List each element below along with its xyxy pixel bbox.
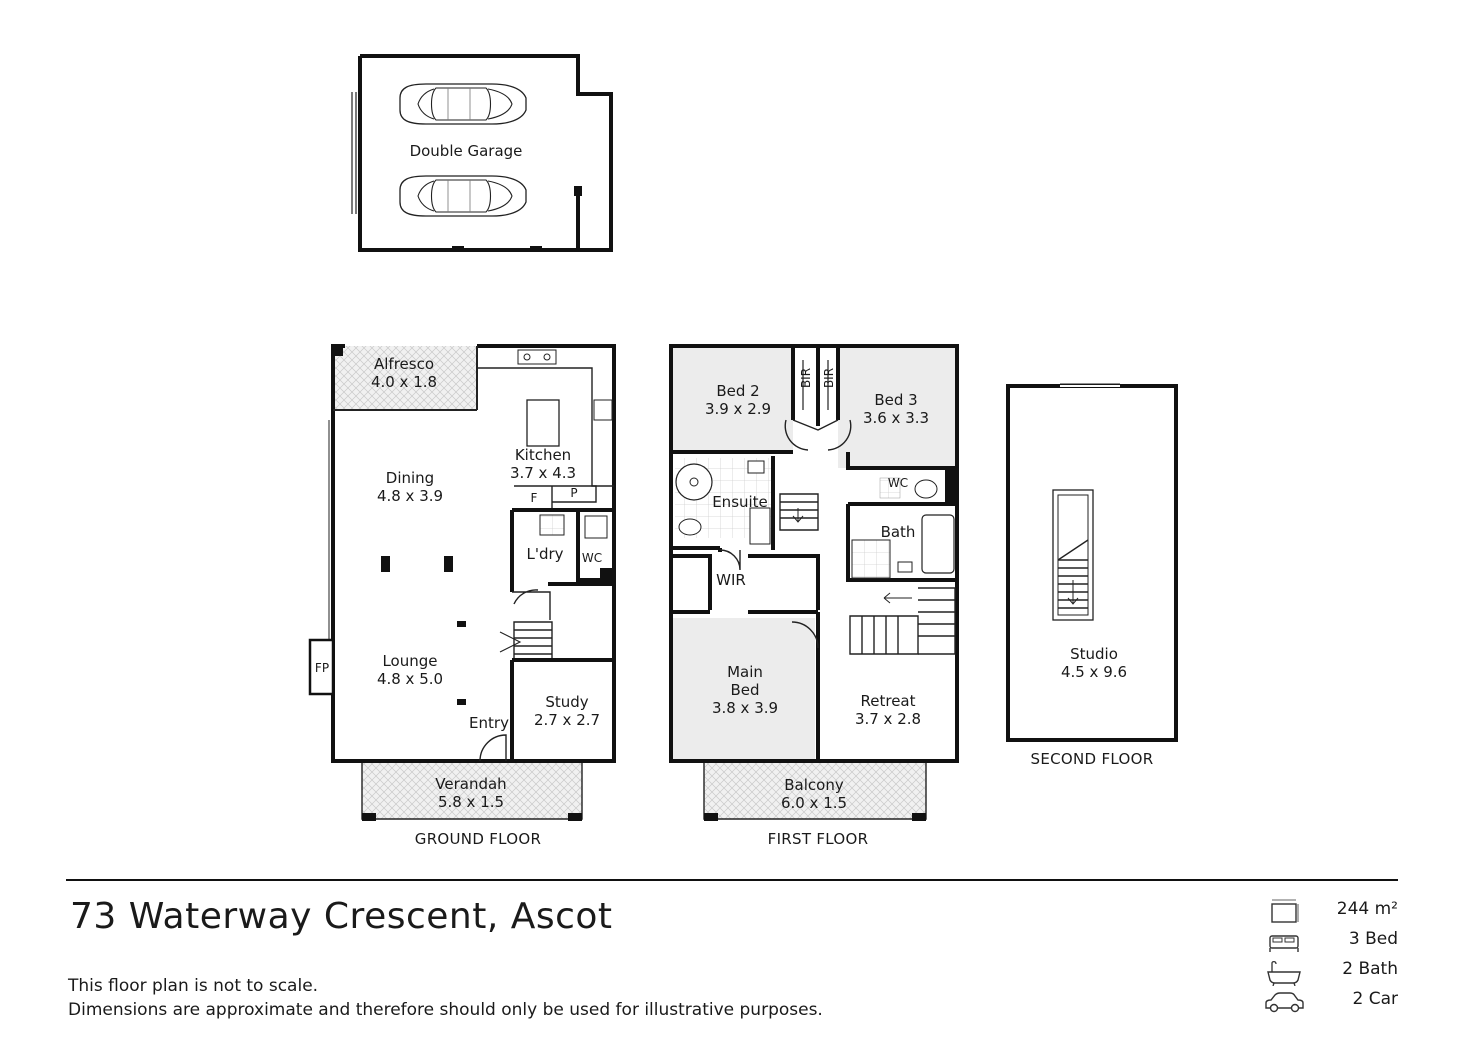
bath-label: Bath: [881, 523, 916, 541]
wir-label: WIR: [716, 571, 746, 589]
dining-label: Dining: [386, 469, 434, 487]
disclaimer: This floor plan is not to scale. Dimensi…: [68, 974, 823, 1022]
ground-floor-plan: FP F P Alfresco 4.0 x: [308, 344, 616, 848]
stat-bed-label: 3 Bed: [1348, 929, 1398, 949]
bed2-dim: 3.9 x 2.9: [705, 400, 771, 418]
stat-car-label: 2 Car: [1352, 989, 1399, 1009]
footer-divider: [66, 879, 1398, 881]
study-label: Study: [545, 693, 588, 711]
area-icon: [1271, 899, 1299, 923]
bath-icon: [1267, 960, 1301, 986]
study-dim: 2.7 x 2.7: [534, 711, 600, 729]
balcony-label: Balcony: [784, 776, 844, 794]
garage-label: Double Garage: [410, 142, 523, 160]
balcony-dim: 6.0 x 1.5: [781, 794, 847, 812]
main-bed-label-1: Main: [727, 663, 763, 681]
entry-label: Entry: [469, 714, 509, 732]
retreat-dim: 3.7 x 2.8: [855, 710, 921, 728]
first-floor-caption: FIRST FLOOR: [768, 830, 869, 848]
bed3-dim: 3.6 x 3.3: [863, 409, 929, 427]
wc-ground-label: WC: [582, 551, 602, 565]
main-bed-label-2: Bed: [730, 681, 759, 699]
stat-bed: 3 Bed: [1260, 926, 1400, 956]
property-address: 73 Waterway Crescent, Ascot: [70, 896, 613, 937]
lounge-dim: 4.8 x 5.0: [377, 670, 443, 688]
property-stats: 244 m² 3 Bed 2 Bath 2 Car: [1260, 896, 1400, 1016]
main-bed-dim: 3.8 x 3.9: [712, 699, 778, 717]
pantry-label: P: [570, 486, 577, 500]
ensuite-label: Ensuite: [712, 493, 768, 511]
car-top-icon: [399, 83, 527, 125]
bir-left-label: BIR: [799, 368, 813, 388]
ground-stairs: [499, 621, 553, 661]
stat-car: 2 Car: [1260, 986, 1400, 1016]
studio-dim: 4.5 x 9.6: [1061, 663, 1127, 681]
kitchen-label: Kitchen: [515, 446, 571, 464]
disclaimer-line-2: Dimensions are approximate and therefore…: [68, 1000, 823, 1020]
stat-area-label: 244 m²: [1336, 899, 1398, 919]
verandah-dim: 5.8 x 1.5: [438, 793, 504, 811]
wc-first-label: WC: [888, 476, 908, 490]
ground-floor-caption: GROUND FLOOR: [415, 830, 541, 848]
fireplace-label: FP: [315, 661, 329, 675]
floor-plan: Double Garage FP F P: [308, 54, 1178, 848]
stat-bath-label: 2 Bath: [1342, 959, 1398, 979]
garage-plan: Double Garage: [351, 54, 613, 252]
bed-icon: [1269, 935, 1299, 952]
second-floor-plan: Studio 4.5 x 9.6 SECOND FLOOR: [1006, 383, 1178, 768]
second-floor-caption: SECOND FLOOR: [1031, 750, 1154, 768]
alfresco-dim: 4.0 x 1.8: [371, 373, 437, 391]
bed3-label: Bed 3: [874, 391, 917, 409]
alfresco-label: Alfresco: [374, 355, 434, 373]
verandah-label: Verandah: [435, 775, 506, 793]
fridge-label: F: [531, 491, 538, 505]
studio-label: Studio: [1070, 645, 1118, 663]
disclaimer-line-1: This floor plan is not to scale.: [68, 976, 319, 996]
bed2-label: Bed 2: [716, 382, 759, 400]
bir-right-label: BIR: [822, 368, 836, 388]
laundry-label: L'dry: [526, 545, 563, 563]
stat-area: 244 m²: [1260, 896, 1400, 926]
lounge-label: Lounge: [382, 652, 437, 670]
stat-bath: 2 Bath: [1260, 956, 1400, 986]
kitchen-dim: 3.7 x 4.3: [510, 464, 576, 482]
retreat-label: Retreat: [861, 692, 916, 710]
dining-dim: 4.8 x 3.9: [377, 487, 443, 505]
car-bottom-icon: [399, 175, 527, 217]
car-icon: [1265, 992, 1304, 1013]
first-floor-plan: Bed 2 3.9 x 2.9 Bed 3 3.6 x 3.3 BIR BIR …: [669, 344, 959, 848]
